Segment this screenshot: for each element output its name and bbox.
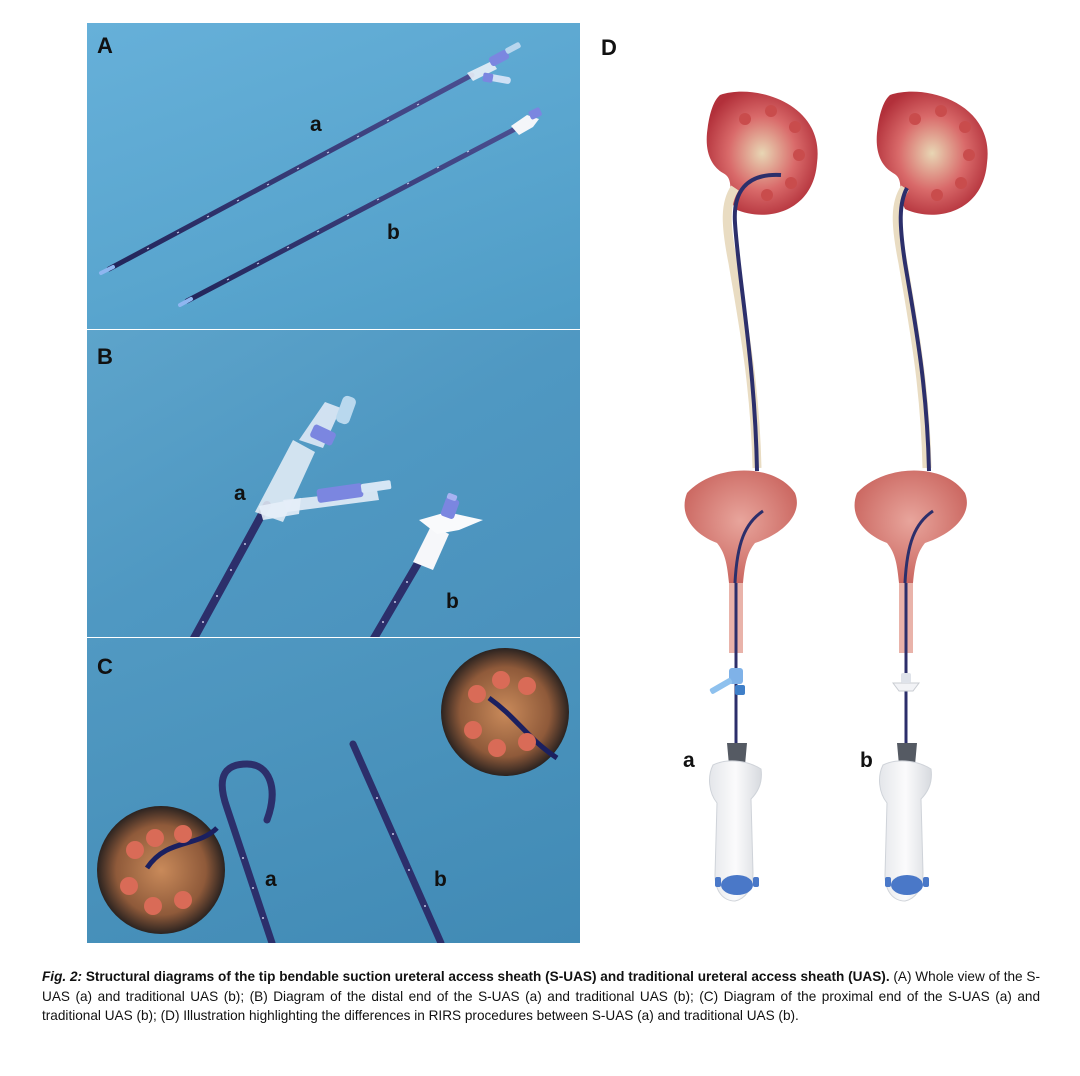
sheath-b-distal — [370, 493, 483, 637]
inset-kidney-b — [441, 648, 569, 776]
ureteroscope-b — [879, 743, 932, 902]
sheath-hub-a — [709, 668, 745, 695]
sheath-b-straight-tip — [349, 740, 445, 943]
panel-d-label-b: b — [860, 749, 873, 772]
column-b-assembly — [854, 91, 988, 902]
panel-d-illustration — [684, 91, 988, 902]
sheath-b — [178, 107, 542, 307]
panel-a-whole-view: A a b — [87, 23, 580, 329]
figure-caption: Fig. 2: Structural diagrams of the tip b… — [42, 967, 1040, 1026]
panel-b-label-a: a — [234, 482, 246, 505]
inset-kidney-a — [97, 806, 225, 934]
panel-b-letter: B — [97, 344, 113, 369]
panel-d-letter: D — [601, 35, 617, 60]
figure-caption-body: (A) Whole view of the S-UAS (a) and trad… — [42, 969, 1040, 1023]
panel-a-label-b: b — [387, 221, 400, 244]
panel-c-letter: C — [97, 654, 113, 679]
panel-c-proximal-end: C a b — [87, 638, 580, 943]
sheath-a — [99, 42, 521, 275]
panel-d-label-a: a — [683, 749, 695, 772]
figure-title: Structural diagrams of the tip bendable … — [85, 969, 890, 984]
ureteroscope-a — [709, 743, 762, 902]
panel-b-label-b: b — [446, 590, 459, 613]
panel-d-rirs-illustration: D a b — [595, 23, 1035, 943]
panel-c-label-b: b — [434, 868, 447, 891]
panel-a-label-a: a — [310, 113, 322, 136]
column-a-assembly — [684, 91, 818, 902]
panel-a-letter: A — [97, 33, 113, 58]
panel-b-distal-end: B a b — [87, 330, 580, 637]
panel-c-label-a: a — [265, 868, 277, 891]
sheath-hub-b — [892, 673, 920, 692]
panel-c-illustration — [97, 648, 569, 943]
panel-b-illustration — [190, 395, 483, 637]
figure-number: Fig. 2: — [42, 969, 83, 984]
sheath-a-bent-tip — [218, 760, 276, 943]
sheath-a-distal — [190, 395, 392, 637]
panel-a-illustration — [99, 42, 542, 307]
